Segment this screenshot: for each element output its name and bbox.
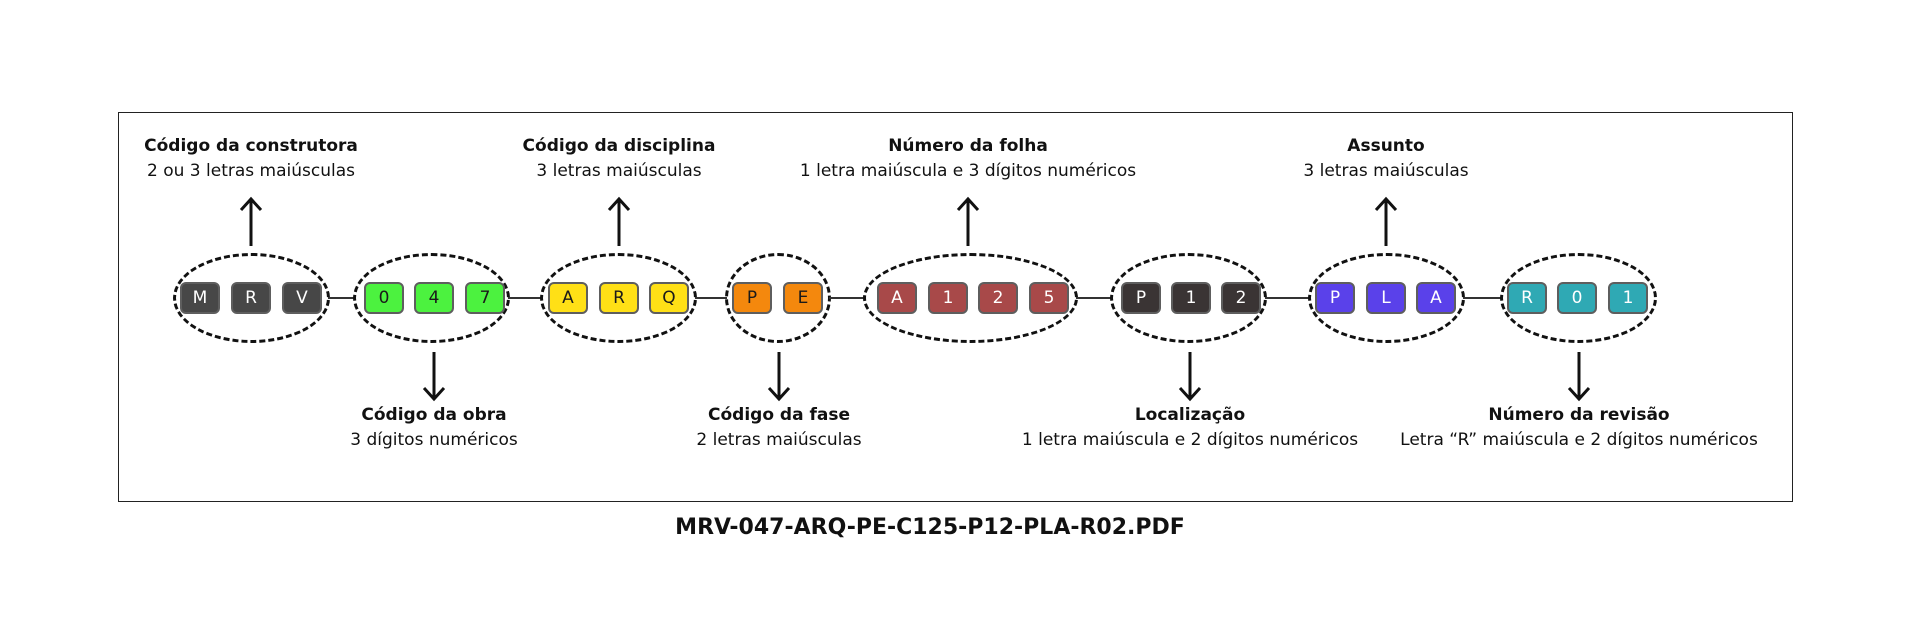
char-box-disciplina-0: A	[548, 282, 588, 314]
label-title: Código da obra	[361, 405, 507, 425]
char-box-disciplina-1: R	[599, 282, 639, 314]
char-box-assunto-1: L	[1366, 282, 1406, 314]
example-filename: MRV-047-ARQ-PE-C125-P12-PLA-R02.PDF	[675, 515, 1185, 540]
label-title: Número da revisão	[1488, 405, 1670, 425]
char-box-fase-0: P	[732, 282, 772, 314]
connector-line	[1076, 297, 1112, 299]
label-construtora: Código da construtora 2 ou 3 letras maiús…	[61, 134, 441, 184]
label-description: 2 ou 3 letras maiúsculas	[147, 161, 355, 181]
label-title: Assunto	[1347, 136, 1425, 156]
label-description: Letra “R” maiúscula e 2 dígitos numérico…	[1400, 430, 1758, 450]
char-box-construtora-0: M	[180, 282, 220, 314]
char-box-obra-2: 7	[465, 282, 505, 314]
arrow-down-icon	[422, 352, 446, 402]
char-box-folha-3: 5	[1029, 282, 1069, 314]
char-box-construtora-2: V	[282, 282, 322, 314]
label-assunto: Assunto 3 letras maiúsculas	[1196, 134, 1576, 184]
label-title: Número da folha	[888, 136, 1048, 156]
char-box-folha-1: 1	[928, 282, 968, 314]
label-description: 3 letras maiúsculas	[1303, 161, 1469, 181]
connector-line	[328, 297, 355, 299]
label-title: Código da construtora	[144, 136, 358, 156]
label-localizacao: Localização 1 letra maiúscula e 2 dígitos…	[1000, 403, 1380, 453]
label-title: Localização	[1134, 405, 1246, 425]
connector-line	[1463, 297, 1502, 299]
char-box-assunto-2: A	[1416, 282, 1456, 314]
connector-line	[829, 297, 865, 299]
arrow-down-icon	[767, 352, 791, 402]
char-box-fase-1: E	[783, 282, 823, 314]
connector-line	[695, 297, 727, 299]
label-fase: Código da fase 2 letras maiúsculas	[589, 403, 969, 453]
arrow-up-icon	[956, 196, 980, 246]
char-box-assunto-0: P	[1315, 282, 1355, 314]
connector-line	[1265, 297, 1310, 299]
label-description: 3 letras maiúsculas	[536, 161, 702, 181]
char-box-disciplina-2: Q	[649, 282, 689, 314]
label-description: 2 letras maiúsculas	[696, 430, 862, 450]
char-box-folha-2: 2	[978, 282, 1018, 314]
segment-group-revisao	[1500, 253, 1657, 343]
char-box-folha-0: A	[877, 282, 917, 314]
char-box-revisao-2: 1	[1608, 282, 1648, 314]
label-obra: Código da obra 3 dígitos numéricos	[244, 403, 624, 453]
label-title: Código da fase	[708, 405, 850, 425]
label-title: Código da disciplina	[522, 136, 716, 156]
char-box-obra-0: 0	[364, 282, 404, 314]
char-box-revisao-1: 0	[1557, 282, 1597, 314]
label-description: 1 letra maiúscula e 2 dígitos numéricos	[1021, 430, 1359, 450]
arrow-up-icon	[1374, 196, 1398, 246]
char-box-revisao-0: R	[1507, 282, 1547, 314]
char-box-localizacao-2: 2	[1221, 282, 1261, 314]
arrow-down-icon	[1567, 352, 1591, 402]
label-description: 3 dígitos numéricos	[350, 430, 518, 450]
arrow-down-icon	[1178, 352, 1202, 402]
char-box-localizacao-0: P	[1121, 282, 1161, 314]
connector-line	[508, 297, 542, 299]
arrow-up-icon	[239, 196, 263, 246]
char-box-construtora-1: R	[231, 282, 271, 314]
diagram-frame	[118, 112, 1793, 502]
char-box-obra-1: 4	[414, 282, 454, 314]
label-description: 1 letra maiúscula e 3 dígitos numéricos	[799, 161, 1137, 181]
arrow-up-icon	[607, 196, 631, 246]
label-disciplina: Código da disciplina 3 letras maiúsculas	[429, 134, 809, 184]
char-box-localizacao-1: 1	[1171, 282, 1211, 314]
label-folha: Número da folha 1 letra maiúscula e 3 díg…	[778, 134, 1158, 184]
